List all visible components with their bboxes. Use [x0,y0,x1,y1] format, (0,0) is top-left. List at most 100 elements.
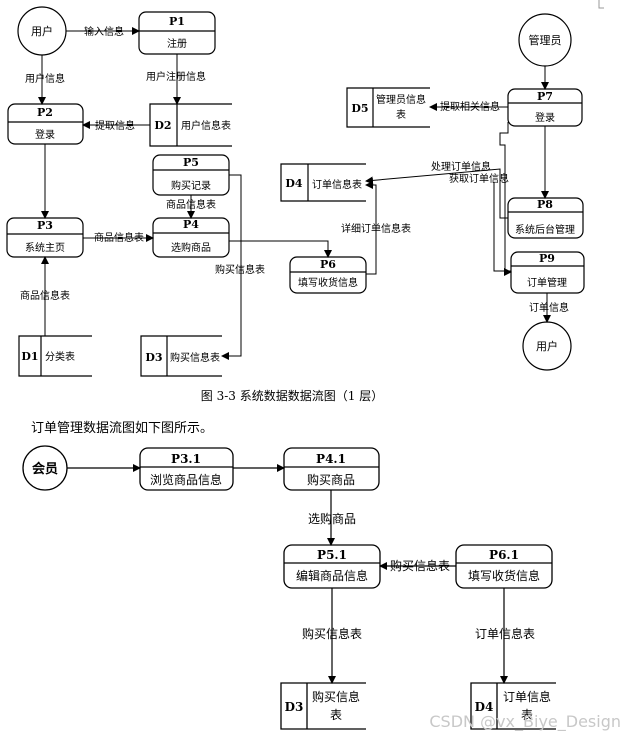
external-entity-user-bottom: 用户 [522,321,572,371]
external-entity-user-top: 用户 [17,6,67,56]
store-name-line2: 表 [521,708,533,722]
store-name-line2: 表 [330,708,342,722]
label-purchase-info: 购买信息表 [215,263,265,276]
store-name: 分类表 [45,350,75,363]
process-id: P7 [537,90,553,103]
diagram-order-management: 会员 P3.1 浏览商品信息 P4.1 购买商品 P5.1 编辑商品信息 P6.… [22,445,556,730]
process-p5-1: P5.1 编辑商品信息 [283,544,381,589]
label-user-info: 用户信息 [25,72,65,85]
store-id: D4 [475,700,494,714]
process-id: P8 [537,198,553,211]
label-get-order: 获取订单信息 [449,172,509,185]
diagram-level1: 用户 管理员 用户 P1 注册 P2 登录 [6,0,604,403]
store-id: D2 [154,119,171,132]
label-input-info: 输入信息 [84,25,124,38]
label-purchase-info-v: 购买信息表 [302,626,362,641]
process-name: 注册 [167,37,187,50]
watermark: CSDN @vx_Biye_Design [429,712,621,732]
process-id: P5 [183,156,199,169]
process-p5: P5 购买记录 [152,154,230,196]
process-p6-1: P6.1 填写收货信息 [455,544,553,589]
label-fetch-info: 提取信息 [95,119,135,132]
store-id: D3 [145,351,162,364]
label-order-info-v: 订单信息表 [475,626,535,641]
flows-order-management [67,464,508,684]
process-p3-1: P3.1 浏览商品信息 [139,447,234,491]
process-name: 选购商品 [171,241,211,254]
process-name: 购买商品 [307,472,355,487]
process-id: P5.1 [317,548,347,562]
process-id: P3 [37,219,53,232]
process-id: P1 [169,15,185,28]
store-id: D5 [351,102,368,115]
store-id: D4 [285,177,303,190]
store-name-line1: 管理员信息 [376,93,426,106]
flow-p6-to-d4 [365,181,377,275]
store-name-line1: 订单信息 [503,689,551,704]
process-name: 浏览商品信息 [150,472,222,487]
label-user-reg-info: 用户注册信息 [146,70,206,83]
process-name: 系统后台管理 [515,223,575,236]
process-name: 填写收货信息 [298,276,358,289]
process-p7: P7 登录 [507,88,583,127]
label-product-info-p3-p4: 商品信息表 [94,231,144,244]
data-store-d3-2: D3 购买信息 表 [280,682,366,730]
process-id: P6.1 [489,548,519,562]
process-p4: P4 选购商品 [152,217,230,258]
process-name: 填写收货信息 [468,568,540,583]
data-store-d4-2: D4 订单信息 表 [470,682,556,730]
entity-label: 管理员 [529,33,562,47]
data-store-d4: D4 订单信息表 [280,163,366,202]
process-p6: P6 填写收货信息 [289,256,367,294]
process-id: P4.1 [316,452,346,466]
label-detail-order: 详细订单信息表 [341,222,411,235]
flow-p5-to-d3 [221,174,242,360]
process-name: 登录 [35,128,55,141]
entity-label: 用户 [31,24,53,38]
flow-p4-to-p6 [229,240,332,258]
label-select-product: 选购商品 [308,511,356,526]
process-p4-1: P4.1 购买商品 [283,447,380,491]
process-p8: P8 系统后台管理 [507,197,584,239]
store-id: D3 [285,700,304,714]
flow-p7-to-p9 [499,122,512,276]
figure-caption: 图 3-3 系统数据数据流图（1 层） [201,388,383,403]
process-id: P3.1 [171,452,201,466]
process-id: P9 [539,252,555,265]
label-product-info-p5: 商品信息表 [166,198,216,211]
data-store-d2: D2 用户信息表 [149,103,232,147]
process-name: 购买记录 [171,179,211,192]
process-id: P6 [320,258,336,271]
label-order-info: 订单信息 [529,301,569,314]
process-name: 系统主页 [25,241,65,254]
data-store-d3: D3 购买信息表 [140,335,222,377]
label-purchase-info-h: 购买信息表 [390,558,450,573]
external-entity-member: 会员 [22,445,68,491]
store-name-line1: 购买信息 [312,689,360,704]
process-name: 订单管理 [527,276,567,289]
process-name: 登录 [535,111,555,124]
data-store-d5: D5 管理员信息 表 [346,87,430,128]
flows-level1 [38,27,551,360]
store-name: 用户信息表 [181,119,231,132]
entity-label: 用户 [536,339,558,353]
label-process-order: 处理订单信息 [431,160,491,173]
entity-label: 会员 [32,461,58,477]
label-fetch-related: 提取相关信息 [440,100,500,113]
process-id: P4 [183,218,199,231]
process-p2: P2 登录 [7,103,84,145]
process-name: 编辑商品信息 [296,568,368,583]
store-name: 订单信息表 [312,178,362,191]
data-store-d1: D1 分类表 [18,335,92,377]
flow-labels-order-management: 选购商品 购买信息表 购买信息表 订单信息表 [302,511,535,641]
process-p1: P1 注册 [138,11,216,55]
flow-process-order [365,168,501,185]
flow-labels-level1: 输入信息 用户信息 用户注册信息 提取信息 商品信息表 商品信息表 商品信息表 … [20,25,569,314]
intro-text: 订单管理数据流图如下图所示。 [31,420,213,436]
store-id: D1 [21,350,38,363]
process-id: P2 [37,106,53,119]
store-name: 购买信息表 [170,351,220,364]
label-product-info-d1: 商品信息表 [20,289,70,302]
process-p3: P3 系统主页 [6,217,84,258]
